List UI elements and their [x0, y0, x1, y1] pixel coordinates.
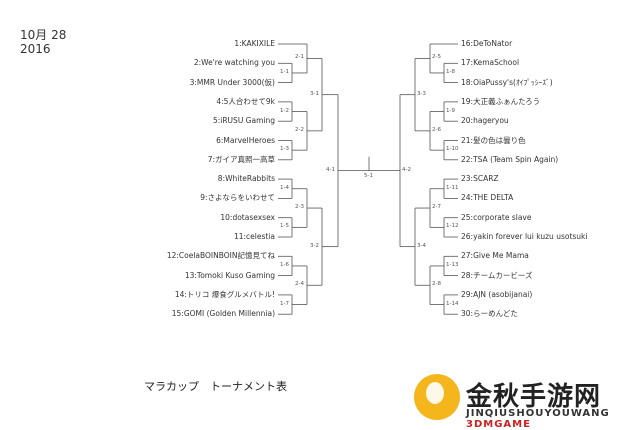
- round-label: 3-2: [310, 242, 319, 249]
- round-label: 2-1: [295, 54, 304, 61]
- bracket-team: 20:hageryou: [461, 116, 509, 126]
- date-line-1: 10月 28: [20, 28, 67, 42]
- bracket-team: 9:さよならをいわせて: [200, 193, 275, 203]
- round-label: 1-6: [280, 261, 289, 268]
- round-label: 4-2: [402, 166, 411, 173]
- round-label: 2-4: [295, 281, 304, 288]
- round-label: 4-1: [326, 166, 335, 173]
- round-label: 1-12: [446, 223, 459, 230]
- round-label: 1-9: [446, 107, 455, 114]
- bracket-team: 15:GOMI (Golden Millennia): [171, 309, 275, 319]
- watermark-title: 金秋手游网: [466, 382, 602, 412]
- bracket-team: 16:DeToNator: [461, 39, 513, 48]
- bracket-team: 27:Give Me Mama: [461, 251, 529, 261]
- bracket-team: 2:We're watching you: [193, 58, 275, 68]
- bracket-team: 23:SCARZ: [461, 174, 499, 184]
- round-label: 3-4: [417, 242, 426, 249]
- bracket-team: 5:iRUSU Gaming: [212, 116, 275, 126]
- round-label: 1-7: [280, 300, 289, 307]
- round-label: 1-2: [280, 107, 289, 114]
- bracket-team: 12:CoelaBOINBOIN記憶見てね: [166, 251, 275, 261]
- bracket-team: 28:チームカービーズ: [461, 270, 533, 280]
- round-label: 2-5: [432, 54, 441, 61]
- final-round-label: 5-1: [364, 172, 373, 179]
- round-label: 1-14: [446, 300, 459, 307]
- bracket-team: 6:MarvelHeroes: [216, 135, 275, 145]
- round-label: 2-8: [432, 281, 441, 288]
- bracket-team: 14:トリコ 爆食グルメバトル!: [174, 289, 275, 299]
- round-label: 1-10: [446, 146, 459, 153]
- bracket-caption: マラカップ トーナメント表: [144, 380, 287, 393]
- bracket-team: 22:TSA (Team Spin Again): [461, 154, 559, 164]
- round-label: 1-13: [446, 261, 459, 268]
- bracket-team: 8:WhiteRabbits: [217, 174, 275, 184]
- bracket-team: 29:AJN (asobijanai): [461, 289, 533, 299]
- bracket-team: 25:corporate slave: [461, 212, 532, 222]
- round-label: 3-3: [417, 90, 426, 97]
- round-label: 2-7: [432, 204, 441, 211]
- watermark-sub: JINQIUSHOUYOUWANG 3DMGAME: [466, 408, 610, 430]
- round-label: 1-1: [280, 68, 289, 75]
- round-label: 1-11: [446, 184, 459, 191]
- round-label: 2-2: [295, 126, 304, 133]
- bracket-team: 7:ガイア真照一高草: [207, 154, 275, 164]
- bracket-team: 11:celestia: [233, 232, 275, 241]
- bracket-team: 13:Tomoki Kuso Gaming: [184, 270, 275, 280]
- round-label: 3-1: [310, 90, 319, 97]
- round-label: 1-3: [280, 146, 289, 153]
- round-label: 1-5: [280, 223, 289, 230]
- bracket-team: 21:髪の色は曇り色: [461, 135, 526, 145]
- bracket-team: 30:らーめんどた: [461, 309, 518, 319]
- round-label: 2-6: [432, 126, 441, 133]
- bracket-team: 26:yakin forever lui kuzu usotsuki: [461, 232, 588, 241]
- bracket-team: 18:OiaPussy's(ｵｲﾌﾟｯｼｰｽﾞ): [461, 77, 553, 87]
- bracket-team: 1:KAKIXILE: [234, 39, 275, 48]
- bracket-team: 19:大正義ふぁんたろう: [461, 96, 541, 106]
- watermark-logo-icon: [414, 374, 460, 420]
- date-line-2: 2016: [20, 42, 51, 56]
- round-label: 1-4: [280, 184, 289, 191]
- bracket-team: 3:MMR Under 3000(仮): [189, 77, 275, 87]
- bracket-team: 10:dotasexsex: [220, 212, 275, 222]
- bracket-team: 24:THE DELTA: [461, 193, 514, 203]
- bracket-team: 17:KemaSchool: [461, 58, 520, 68]
- round-label: 2-3: [295, 204, 304, 211]
- bracket-team: 4:5人合わせて9k: [216, 96, 275, 106]
- round-label: 1-8: [446, 68, 455, 75]
